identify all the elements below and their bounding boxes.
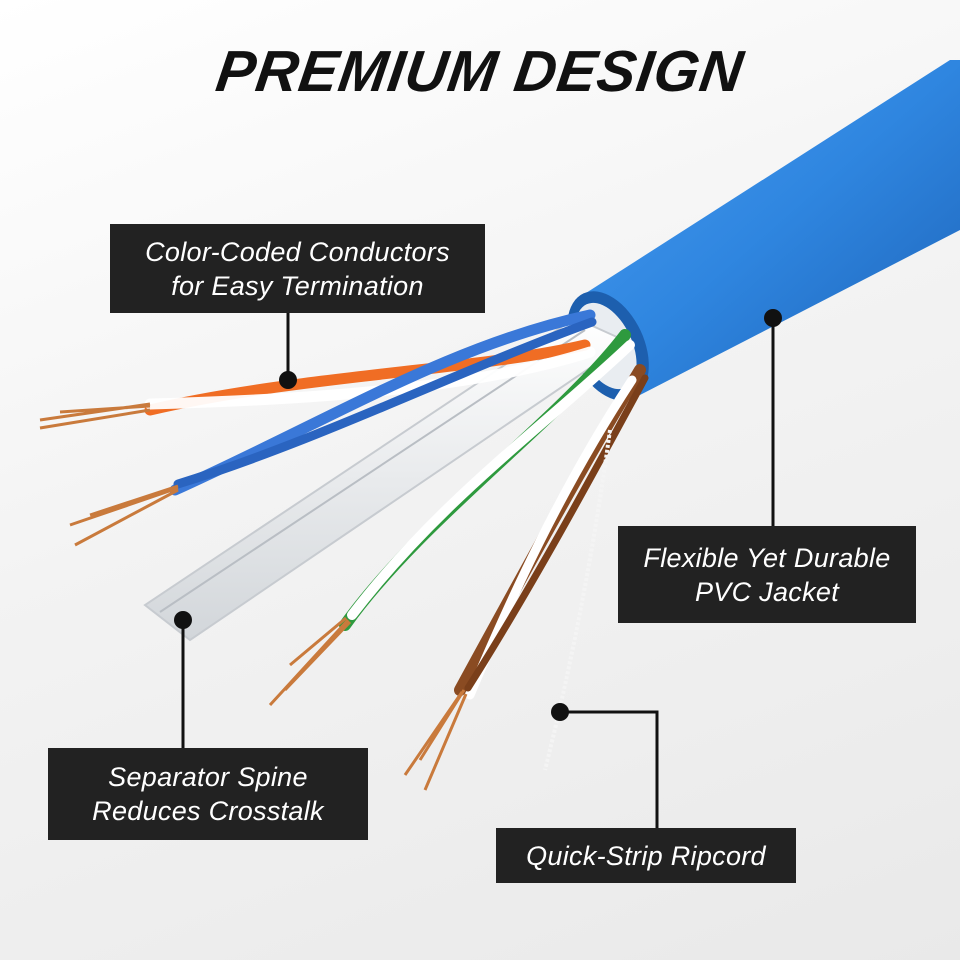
callout-ripcord: Quick-Strip Ripcord <box>496 828 796 883</box>
leader-lines <box>181 313 775 828</box>
separator-spine <box>143 316 631 642</box>
callout-color-coded-conductors: Color-Coded Conductors for Easy Terminat… <box>110 224 485 313</box>
callout-line: Flexible Yet Durable <box>643 542 891 573</box>
brown-pair <box>403 364 649 791</box>
green-pair <box>268 329 635 707</box>
callout-line: Color-Coded Conductors <box>145 236 450 267</box>
callout-line: Quick-Strip Ripcord <box>526 840 766 871</box>
callout-line: PVC Jacket <box>694 576 840 607</box>
page-title: PREMIUM DESIGN <box>212 39 748 104</box>
callout-line: Reduces Crosstalk <box>92 796 324 826</box>
callout-line: for Easy Termination <box>171 270 424 301</box>
blue-pair <box>69 309 597 547</box>
callout-line: Separator Spine <box>108 762 308 792</box>
callout-pvc-jacket: Flexible Yet Durable PVC Jacket <box>618 526 916 623</box>
callout-dots <box>174 309 782 721</box>
callout-separator-spine: Separator Spine Reduces Crosstalk <box>48 748 368 840</box>
